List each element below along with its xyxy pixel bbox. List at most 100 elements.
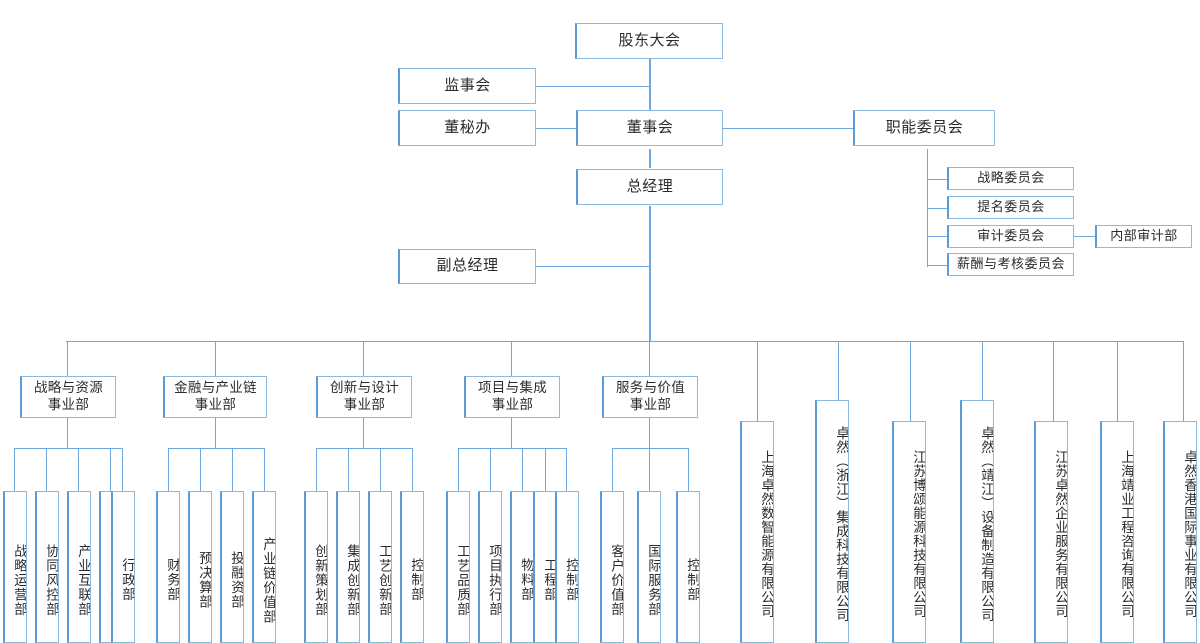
connector-supervisory-to-spine [536,86,650,87]
sub-drop-4 [511,418,512,448]
drop-division-2 [215,341,216,376]
sub-tick-4-3 [522,448,523,491]
connector-committee-3 [927,236,948,237]
sub-bus-2 [168,448,264,449]
sub-bus-3 [316,448,412,449]
sub-tick-1-2 [46,448,47,491]
sub-tick-2-4 [264,448,265,491]
node-subsidiary-2[interactable]: 卓然（浙江）集成科技有限公司 [815,400,849,643]
node-committee-compensation[interactable]: 薪酬与考核委员会 [947,253,1074,276]
node-dept-materials[interactable]: 物料部 [510,491,534,643]
node-board-of-directors[interactable]: 董事会 [576,110,723,146]
node-dept-process-innovation[interactable]: 工艺创新部 [368,491,392,643]
connector-committee-1 [927,179,948,180]
drop-subsidiary-5 [1053,341,1054,421]
node-shareholders-meeting[interactable]: 股东大会 [575,23,723,59]
node-dept-integrated-innovation[interactable]: 集成创新部 [336,491,360,643]
sub-tick-3-4 [412,448,413,491]
node-dept-industry-internet[interactable]: 产业互联部 [67,491,91,643]
node-dept-process-quality[interactable]: 工艺品质部 [446,491,470,643]
node-dept-control-design[interactable]: 控制部 [400,491,424,643]
drop-subsidiary-1 [757,341,758,421]
node-committee-strategy[interactable]: 战略委员会 [947,167,1074,190]
node-dept-international-service[interactable]: 国际服务部 [637,491,661,643]
node-deputy-general-manager[interactable]: 副总经理 [398,249,536,284]
node-internal-audit-department[interactable]: 内部审计部 [1095,225,1192,248]
drop-subsidiary-7 [1183,341,1184,421]
division-1-line1: 战略与资源 [34,380,103,396]
connector-board-to-gm [649,149,651,168]
node-subsidiary-6[interactable]: 上海靖业工程咨询有限公司 [1100,421,1134,643]
division-3-line2: 事业部 [343,397,386,412]
connector-committee-2 [927,208,948,209]
node-dept-innovation-planning[interactable]: 创新策划部 [304,491,328,643]
sub-tick-4-1 [458,448,459,491]
node-dept-investment-financing[interactable]: 投融资部 [220,491,244,643]
node-dept-industry-chain-value[interactable]: 产业链价值部 [252,491,276,643]
node-general-manager[interactable]: 总经理 [576,169,723,205]
sub-tick-4-2 [490,448,491,491]
sub-tick-2-3 [232,448,233,491]
node-dept-customer-value[interactable]: 客户价值部 [600,491,624,643]
drop-division-3 [363,341,364,376]
drop-subsidiary-2 [838,341,839,421]
node-dept-strategy-operations[interactable]: 战略运营部 [3,491,27,643]
drop-division-5 [649,341,650,376]
connector-gm-spine [649,206,651,341]
node-subsidiary-7[interactable]: 卓然香港国际事业有限公司 [1163,421,1197,643]
node-subsidiary-5[interactable]: 江苏卓然企业服务有限公司 [1034,421,1068,643]
node-dept-project-execution[interactable]: 项目执行部 [478,491,502,643]
node-subsidiary-4[interactable]: 卓然（靖江）设备制造有限公司 [960,400,994,643]
sub-tick-2-2 [200,448,201,491]
sub-bus-5 [612,448,688,449]
node-dept-engineering[interactable]: 工程部 [533,491,557,643]
node-dept-control-service[interactable]: 控制部 [676,491,700,643]
drop-division-1 [67,341,68,376]
division-1-line2: 事业部 [47,397,90,412]
node-committee-audit[interactable]: 审计委员会 [947,225,1074,248]
node-subsidiary-1[interactable]: 上海卓然数智能源有限公司 [740,421,774,643]
node-dept-collaborative-risk-control[interactable]: 协同风控部 [35,491,59,643]
drop-division-4 [511,341,512,376]
division-4-line2: 事业部 [491,397,534,412]
sub-tick-1-4 [110,448,111,491]
node-division-3[interactable]: 创新与设计 事业部 [316,376,412,418]
division-2-line2: 事业部 [194,397,237,412]
node-dept-finance[interactable]: 财务部 [156,491,180,643]
sub-tick-5-1 [612,448,613,491]
node-board-secretary-office[interactable]: 董秘办 [398,110,536,146]
sub-tick-5-2 [649,448,650,491]
node-division-4[interactable]: 项目与集成 事业部 [464,376,560,418]
main-bus [66,341,1184,342]
connector-secretary-to-board [536,128,578,129]
sub-drop-1 [67,418,68,448]
sub-bus-4 [458,448,566,449]
sub-bus-1 [14,448,122,449]
node-dept-administration[interactable]: 行政部 [111,491,135,643]
node-dept-budget-settlement[interactable]: 预决算部 [188,491,212,643]
sub-drop-3 [363,418,364,448]
drop-subsidiary-4 [982,341,983,421]
node-division-2[interactable]: 金融与产业链 事业部 [163,376,267,418]
sub-tick-1-5 [122,448,123,491]
drop-subsidiary-3 [910,341,911,421]
division-2-line1: 金融与产业链 [174,380,257,396]
node-division-1[interactable]: 战略与资源 事业部 [20,376,116,418]
node-division-5[interactable]: 服务与价值 事业部 [602,376,698,418]
sub-tick-2-1 [168,448,169,491]
connector-committee-4 [927,265,948,266]
node-dept-control-project[interactable]: 控制部 [555,491,579,643]
sub-tick-4-5 [566,448,567,491]
division-3-line1: 创新与设计 [330,380,399,396]
node-committee-nomination[interactable]: 提名委员会 [947,196,1074,219]
connector-dgm-to-spine [536,266,650,267]
sub-tick-1-1 [14,448,15,491]
connector-shareholders-to-board [649,58,651,110]
node-subsidiary-3[interactable]: 江苏博颂能源科技有限公司 [892,421,926,643]
sub-drop-5 [649,418,650,448]
node-functional-committees[interactable]: 职能委员会 [853,110,995,146]
node-supervisory-board[interactable]: 监事会 [398,68,536,104]
connector-board-to-committees [722,128,853,129]
sub-tick-3-3 [380,448,381,491]
